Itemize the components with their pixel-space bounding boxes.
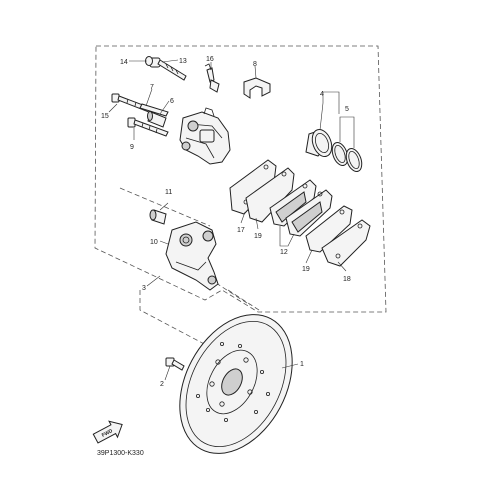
assembly-guide-line — [227, 289, 263, 313]
fwd-label: FWD — [101, 428, 114, 439]
leader-lines — [108, 59, 355, 381]
bolt-part-9 — [127, 117, 169, 137]
caliper-body-part — [179, 107, 231, 165]
callout-label: 9 — [130, 144, 134, 151]
assembly-guide-line — [139, 290, 226, 356]
bleed-screw-part-16 — [204, 63, 220, 93]
callout-label: 13 — [179, 58, 187, 65]
bushing-part-11 — [149, 209, 167, 225]
assembly-boundary — [94, 45, 387, 313]
sleeve-part-6 — [147, 111, 167, 128]
callout-label: 18 — [343, 276, 351, 283]
callout-label: 6 — [170, 98, 174, 105]
shim-part-19 — [245, 167, 295, 223]
callout-label: 15 — [101, 113, 109, 120]
shim-part-19-right — [305, 205, 353, 253]
brake-pad-part-12 — [269, 179, 333, 237]
brake-disc-part-1 — [179, 314, 293, 454]
callout-label: 19 — [254, 233, 262, 240]
caliper-bracket-part-10 — [165, 221, 219, 291]
figure-code: 39P1300-K330 — [97, 450, 144, 457]
callout-label: 12 — [280, 249, 288, 256]
callout-label: 4 — [320, 91, 324, 98]
callout-label: 3 — [142, 285, 146, 292]
callout-label: 1 — [300, 361, 304, 368]
callout-label: 7 — [150, 84, 154, 91]
callout-label: 5 — [345, 106, 349, 113]
assembly-guide-line — [215, 282, 251, 306]
callout-label: 19 — [302, 266, 310, 273]
caliper-bolt-part-13 — [149, 57, 187, 81]
callout-label: 17 — [237, 227, 245, 234]
assembly-guide-line — [119, 187, 211, 227]
shim-part-18 — [321, 219, 371, 267]
callout-label: 2 — [160, 381, 164, 388]
clip-part-8 — [243, 77, 271, 99]
callout-label: 11 — [165, 189, 172, 196]
callout-label: 8 — [253, 61, 257, 68]
callout-label: 16 — [206, 56, 214, 63]
piston-part-4 — [305, 128, 333, 158]
callout-label: 10 — [150, 239, 158, 246]
forward-arrow-icon: FWD — [92, 420, 123, 444]
seal-part-5 — [331, 141, 363, 173]
callout-label: 14 — [120, 59, 128, 66]
disc-bolt-part-2 — [165, 357, 185, 371]
